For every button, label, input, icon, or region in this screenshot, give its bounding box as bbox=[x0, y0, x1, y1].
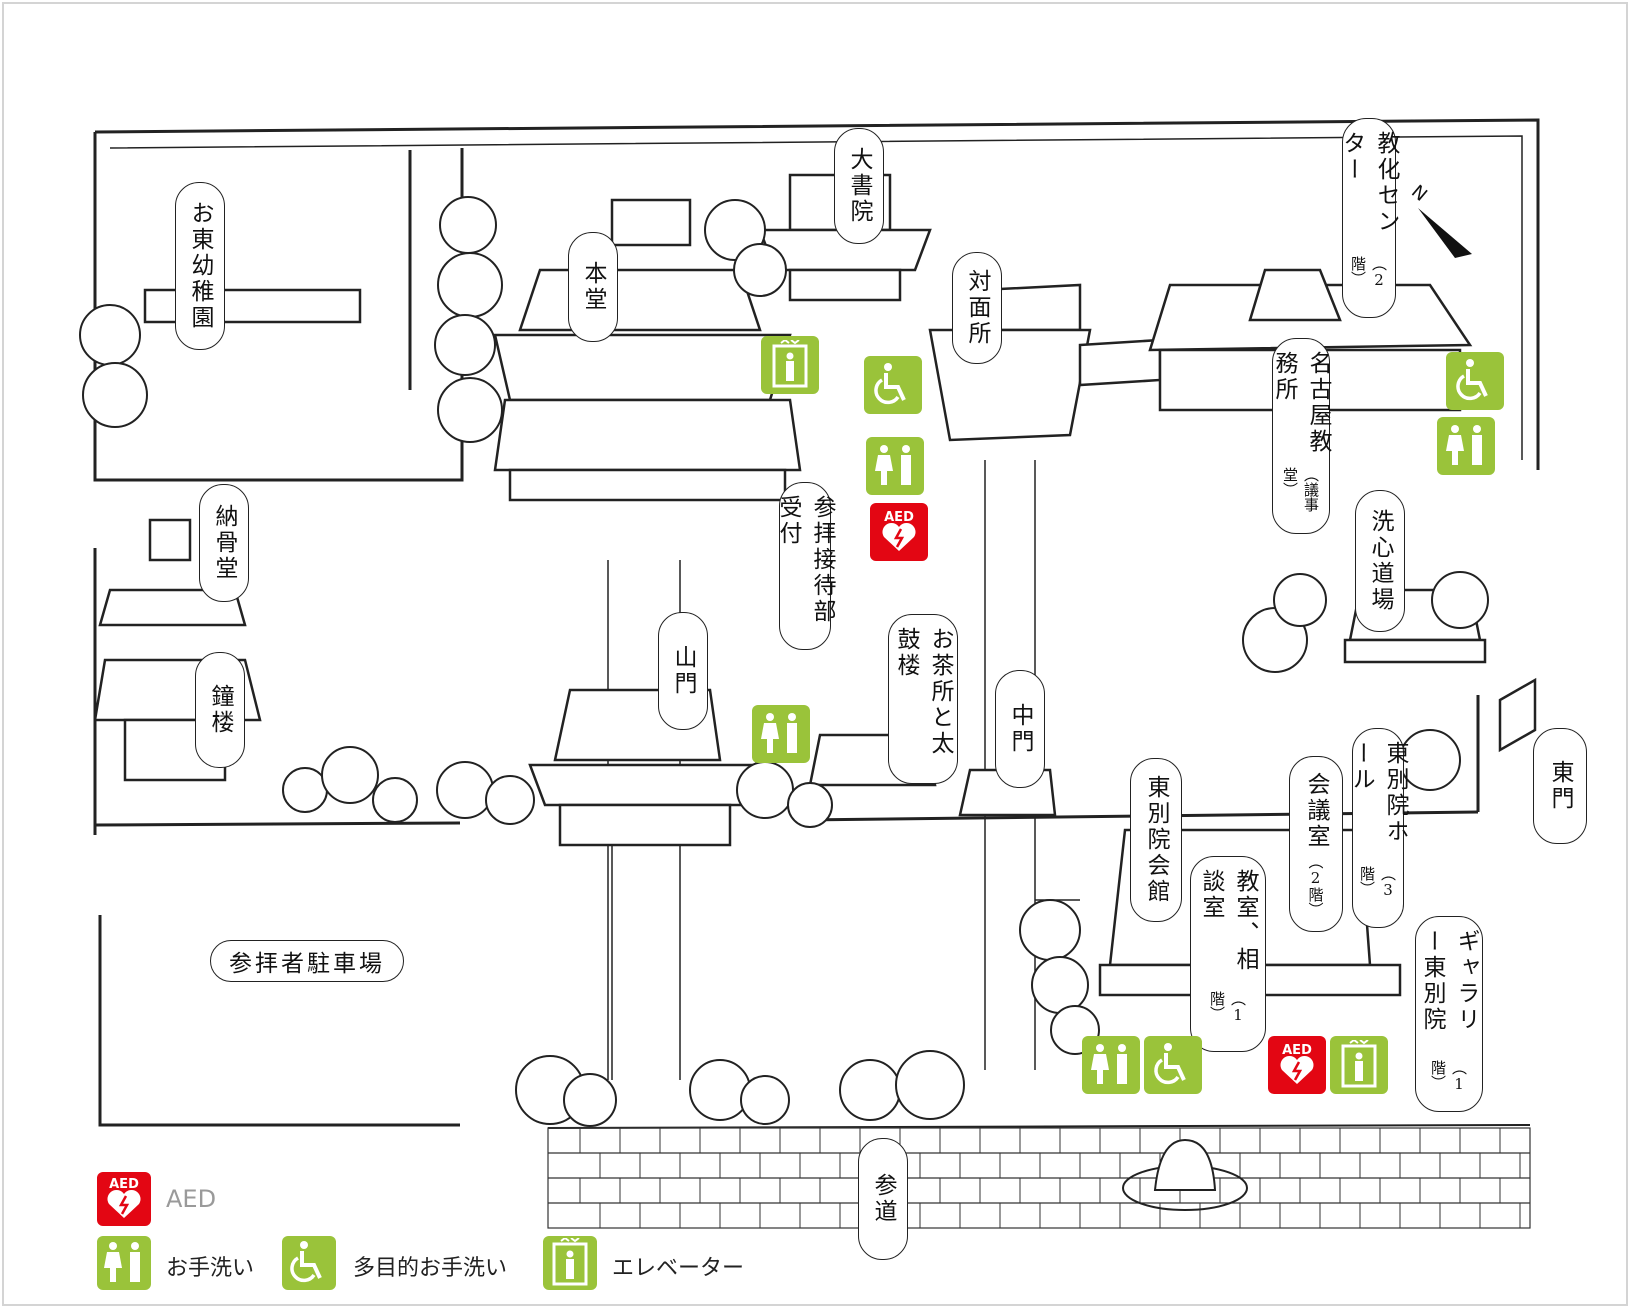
restroom-icon[interactable] bbox=[866, 437, 924, 495]
accessible-restroom-icon[interactable] bbox=[1446, 352, 1504, 410]
parking-lot-outline bbox=[98, 915, 460, 1127]
aed-icon[interactable]: AED bbox=[1268, 1036, 1326, 1094]
restroom-icon[interactable] bbox=[752, 705, 810, 763]
restroom-icon[interactable] bbox=[1437, 417, 1495, 475]
label-betsuin-hall[interactable]: 東別院ホール （3階） bbox=[1348, 728, 1408, 928]
label-gallery[interactable]: ギャラリー東別院 （1階） bbox=[1415, 916, 1483, 1112]
legend-accessible-restroom-icon bbox=[282, 1236, 336, 1290]
aed-icon[interactable]: AED bbox=[870, 503, 928, 561]
svg-text:AED: AED bbox=[884, 510, 914, 525]
label-kyoshitsu[interactable]: 教室、相談室 （1階） bbox=[1190, 856, 1266, 1052]
legend-elevator-label: エレベーター bbox=[612, 1256, 745, 1281]
restroom-icon[interactable] bbox=[1082, 1036, 1140, 1094]
north-arrow: N bbox=[1407, 181, 1472, 258]
higashimon-gate bbox=[1498, 677, 1537, 753]
legend-elevator-icon bbox=[543, 1236, 597, 1290]
label-sanpai-settai[interactable]: 参拝接待部受付 bbox=[775, 482, 835, 650]
label-chumon[interactable]: 中門 bbox=[995, 670, 1045, 788]
legend-accessible-label: 多目的お手洗い bbox=[353, 1256, 508, 1281]
label-betsuin-kaikan[interactable]: 東別院会館 bbox=[1130, 758, 1182, 922]
legend-aed-label: AED bbox=[166, 1185, 217, 1213]
label-noukotsudo[interactable]: 納骨堂 bbox=[199, 484, 249, 602]
label-higashimon[interactable]: 東門 bbox=[1533, 728, 1587, 844]
accessible-restroom-icon[interactable] bbox=[1144, 1036, 1202, 1094]
label-shoro[interactable]: 鐘楼 bbox=[195, 652, 245, 768]
label-parking[interactable]: 参拝者駐車場 bbox=[210, 940, 404, 982]
label-ochadokoro[interactable]: お茶所と太鼓楼 bbox=[888, 614, 958, 784]
north-wall bbox=[94, 118, 1540, 470]
svg-text:AED: AED bbox=[1282, 1043, 1312, 1058]
label-ohigashi-youchien[interactable]: お東幼稚園 bbox=[175, 182, 225, 350]
label-senshin-dojo[interactable]: 洗心道場 bbox=[1355, 490, 1405, 632]
label-kyouka-center[interactable]: 教化センター （2階） bbox=[1339, 118, 1399, 318]
legend-restroom-label: お手洗い bbox=[166, 1256, 255, 1281]
svg-text:AED: AED bbox=[109, 1177, 139, 1192]
accessible-restroom-icon[interactable] bbox=[864, 356, 922, 414]
label-hondo[interactable]: 本堂 bbox=[568, 232, 618, 342]
label-kaigishitsu[interactable]: 会議室 （2階） bbox=[1289, 756, 1343, 932]
stone-pavement bbox=[547, 1127, 1531, 1229]
label-sanmon[interactable]: 山門 bbox=[658, 612, 708, 730]
label-sando[interactable]: 参道 bbox=[858, 1138, 908, 1260]
legend-restroom-icon bbox=[97, 1236, 151, 1290]
label-daishoin[interactable]: 大書院 bbox=[834, 128, 884, 244]
label-nagoya-kyomusho[interactable]: 名古屋教務所 （議事堂） bbox=[1271, 338, 1331, 534]
stone-monument bbox=[1122, 1138, 1248, 1211]
label-taimensho[interactable]: 対面所 bbox=[952, 252, 1002, 364]
elevator-icon[interactable] bbox=[1330, 1036, 1388, 1094]
sanmon-gate bbox=[528, 688, 762, 847]
compass-letter: N bbox=[1407, 181, 1431, 206]
legend-aed-icon: AED bbox=[97, 1172, 151, 1226]
elevator-icon[interactable] bbox=[761, 336, 819, 394]
trees bbox=[79, 196, 1489, 1127]
